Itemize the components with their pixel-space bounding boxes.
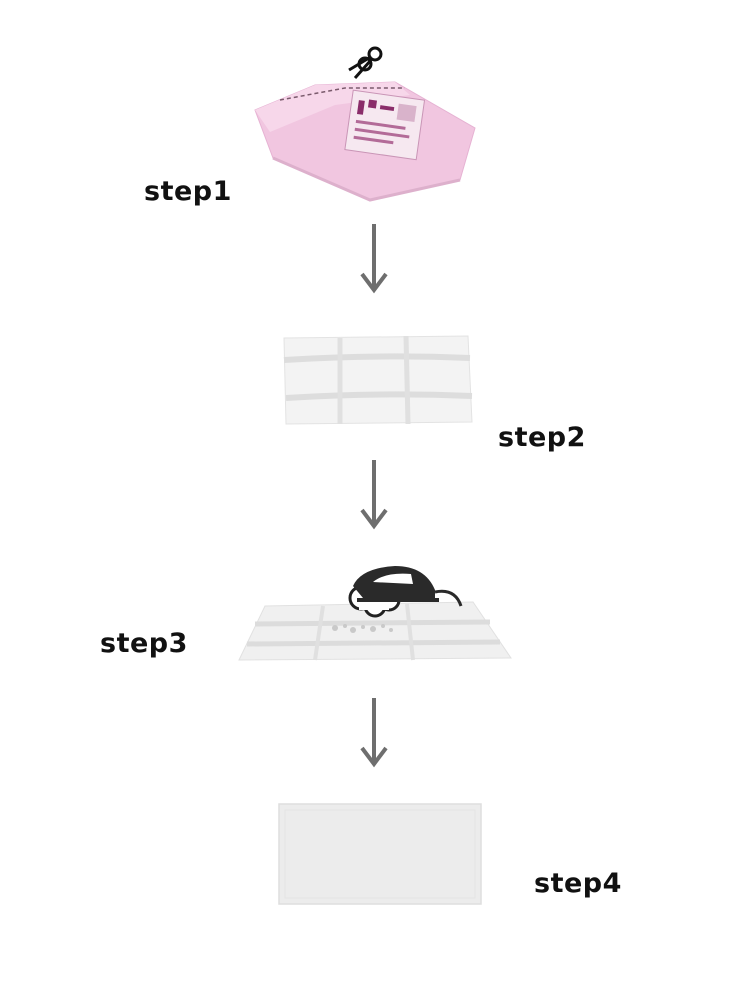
arrow-down-icon xyxy=(360,460,388,530)
steam-iron-icon xyxy=(353,566,463,607)
folded-cloth-illustration xyxy=(283,335,473,425)
arrow-down-icon xyxy=(360,698,388,768)
arrow-down-icon xyxy=(360,224,388,294)
folded-cloth xyxy=(283,335,473,425)
step4-label: step4 xyxy=(534,868,622,899)
shipping-label xyxy=(344,89,426,161)
package-illustration xyxy=(254,46,476,202)
flat-cloth xyxy=(278,803,482,905)
ironing-illustration xyxy=(238,566,512,661)
step1-label: step1 xyxy=(144,176,232,207)
step2-label: step2 xyxy=(498,422,586,453)
flat-cloth-illustration xyxy=(278,803,482,905)
scissors-icon xyxy=(348,46,383,79)
step3-label: step3 xyxy=(100,628,188,659)
seal-dashed-line xyxy=(279,87,405,101)
